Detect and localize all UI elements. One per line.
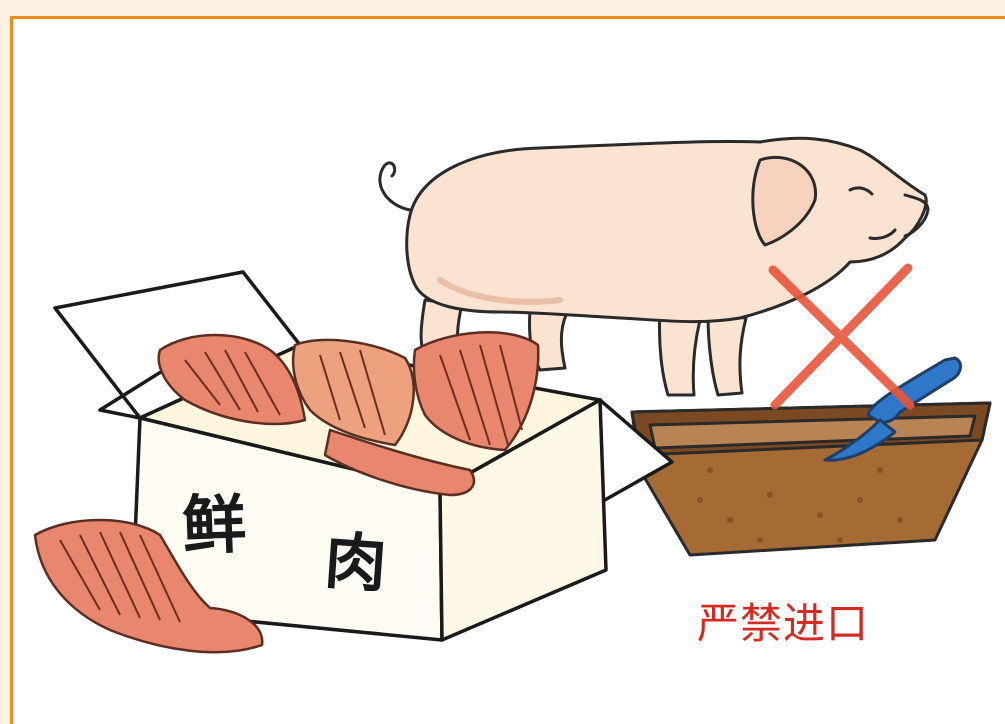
red-x-icon: [768, 263, 915, 410]
box-label-meat: 肉: [322, 523, 390, 602]
import-ban-text: 严禁进口: [697, 599, 870, 648]
feeding-trough: [630, 401, 992, 557]
box-label-fresh: 鲜: [180, 486, 248, 565]
pig-illustration: [378, 136, 930, 397]
pork-rib-icon: [33, 331, 540, 654]
